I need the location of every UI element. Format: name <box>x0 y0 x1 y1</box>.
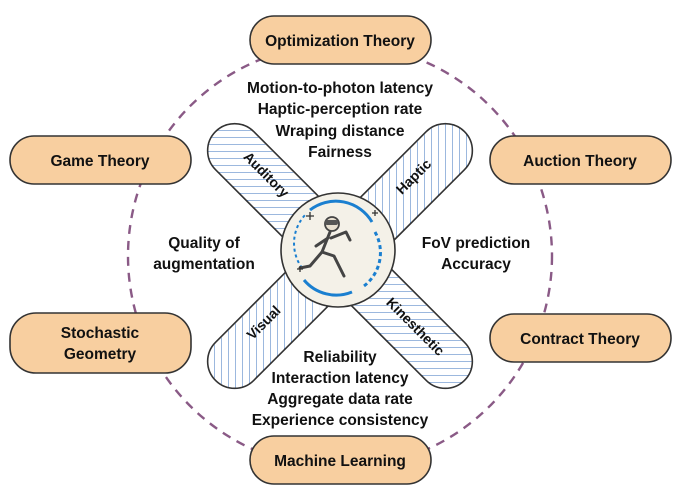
svg-text:Contract Theory: Contract Theory <box>520 331 640 348</box>
sparkle-icon <box>297 210 378 272</box>
metric-top-2: Haptic-perception rate <box>258 101 423 118</box>
pill-machine-learning: Machine Learning <box>249 435 432 485</box>
pill-optimization-theory: Optimization Theory <box>249 15 432 65</box>
pill-game-theory: Game Theory <box>9 135 192 185</box>
metric-bottom-3: Aggregate data rate <box>267 391 413 408</box>
metric-bottom-4: Experience consistency <box>252 412 429 429</box>
metric-left-1: Quality of <box>168 235 240 252</box>
pill-stochastic-geometry: Stochastic Geometry <box>9 312 192 374</box>
svg-text:Geometry: Geometry <box>64 346 137 363</box>
metric-bottom-1: Reliability <box>303 349 377 366</box>
svg-text:Auction Theory: Auction Theory <box>523 153 637 170</box>
vr-user-running-icon <box>280 192 396 308</box>
metric-left-2: augmentation <box>153 256 255 273</box>
svg-text:Machine Learning: Machine Learning <box>274 453 406 470</box>
metric-bottom-2: Interaction latency <box>272 370 409 387</box>
svg-text:Game Theory: Game Theory <box>50 153 149 170</box>
svg-text:Optimization Theory: Optimization Theory <box>265 33 415 50</box>
pill-auction-theory: Auction Theory <box>489 135 672 185</box>
metric-top-1: Motion-to-photon latency <box>247 80 433 97</box>
pill-contract-theory: Contract Theory <box>489 313 672 363</box>
metric-top-3: Wraping distance <box>276 123 405 140</box>
svg-text:Stochastic: Stochastic <box>61 325 140 342</box>
metric-top-4: Fairness <box>308 144 372 161</box>
metric-right-2: Accuracy <box>441 256 511 273</box>
metric-right-1: FoV prediction <box>422 235 531 252</box>
